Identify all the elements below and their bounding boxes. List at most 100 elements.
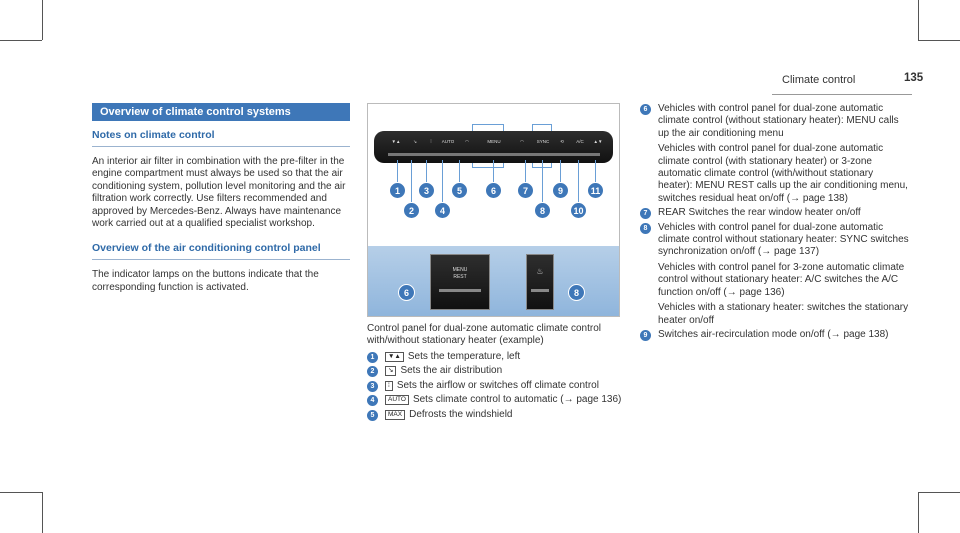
- item-text: Vehicles with control panel for dual-zon…: [658, 221, 909, 258]
- panel-menu-label: MENU: [487, 139, 501, 144]
- callout-3: 3: [418, 182, 435, 199]
- airflow-icon: ⁞: [430, 139, 432, 144]
- list-item: 2 ↘Sets the air distribution: [367, 365, 629, 378]
- button-row: [388, 153, 600, 156]
- leader-line: [459, 160, 460, 188]
- leader-line: [578, 160, 579, 210]
- indicator-bar: [531, 289, 549, 292]
- callout-9: 9: [552, 182, 569, 199]
- air-distribution-icon: ↘: [385, 366, 397, 377]
- indicator-bar: [439, 289, 481, 292]
- list-item: 9 Switches air-recirculation mode on/off…: [640, 329, 910, 341]
- climate-control-panel: ▼▲ ↘ ⁞ AUTO ◠ MENU ◠ SYNC ⟲ A/C ▲▼: [374, 131, 613, 163]
- callout-5: 5: [451, 182, 468, 199]
- item-number: 1: [367, 352, 378, 363]
- list-item: 8 Vehicles with control panel for dual-z…: [640, 222, 910, 327]
- leader-line: [542, 160, 543, 210]
- crop-mark: [918, 0, 919, 40]
- callout-6: 6: [485, 182, 502, 199]
- air-distribution-icon: ↘: [413, 139, 417, 144]
- paragraph-filter-notes: An interior air filter in combination wi…: [92, 156, 346, 230]
- temp-left-icon: ▼▲: [391, 139, 401, 144]
- crop-mark: [0, 492, 42, 493]
- callout-7: 7: [517, 182, 534, 199]
- callout-10: 10: [570, 202, 587, 219]
- header-rule: [772, 94, 912, 95]
- list-item: 3 ⁞Sets the airflow or switches off clima…: [367, 380, 629, 392]
- auto-icon: AUTO: [385, 395, 409, 406]
- leader-line: [411, 160, 412, 210]
- item-number: 6: [640, 104, 651, 115]
- leader-line: [397, 160, 398, 188]
- subheading-notes: Notes on climate control: [92, 129, 215, 141]
- item-number: 7: [640, 208, 651, 220]
- running-header-title: Climate control: [782, 74, 856, 86]
- recirculation-icon: ⟲: [560, 139, 564, 144]
- figure-detail-view: MENU REST ♨ 6 8: [368, 246, 619, 316]
- item-number: 2: [367, 366, 378, 378]
- subheading-rule: [92, 259, 350, 261]
- rear-defrost-icon: ◠: [520, 139, 524, 144]
- crop-mark: [918, 492, 960, 493]
- callout-1: 1: [389, 182, 406, 199]
- heater-button-detail: ♨: [526, 254, 554, 310]
- crop-mark: [42, 492, 43, 533]
- item-text: Switches air-recirculation mode on/off (…: [658, 328, 889, 340]
- leader-line: [426, 160, 427, 188]
- menu-button-detail: MENU REST: [430, 254, 490, 310]
- panel-auto-label: AUTO: [441, 139, 455, 144]
- temp-right-icon: ▲▼: [593, 139, 603, 144]
- crop-mark: [918, 40, 960, 41]
- subheading-panel-overview: Overview of the air conditioning control…: [92, 242, 321, 255]
- mini-menu-label: MENU: [452, 267, 468, 273]
- page-number: 135: [904, 72, 924, 84]
- leader-line: [525, 160, 526, 188]
- leader-line: [595, 160, 596, 188]
- callout-11: 11: [587, 182, 604, 199]
- legend-list-left: 1▼▲Sets the temperature, left 2↘Sets the…: [367, 351, 629, 423]
- panel-ac-label: A/C: [576, 139, 584, 144]
- defrost-max-icon: MAX: [385, 409, 406, 420]
- list-item: 7 REAR Switches the rear window heater o…: [640, 207, 910, 220]
- item-text: Vehicles with control panel for 3-zone a…: [658, 261, 905, 298]
- panel-sync-label: SYNC: [536, 139, 550, 144]
- stationary-heater-icon: ♨: [536, 267, 544, 276]
- temperature-icon: ▼▲: [385, 352, 404, 362]
- crop-mark: [42, 0, 43, 40]
- item-number: 3: [367, 380, 378, 392]
- figure-panel-view: ▼▲ ↘ ⁞ AUTO ◠ MENU ◠ SYNC ⟲ A/C ▲▼ 1 2 3…: [368, 104, 619, 246]
- crop-mark: [918, 492, 919, 533]
- leader-line: [442, 160, 443, 210]
- crop-mark: [0, 40, 42, 41]
- item-text: Vehicles with control panel for dual-zon…: [658, 103, 899, 139]
- control-panel-figure: ▼▲ ↘ ⁞ AUTO ◠ MENU ◠ SYNC ⟲ A/C ▲▼ 1 2 3…: [367, 103, 620, 317]
- detail-callout-6: 6: [398, 284, 415, 301]
- list-item: 6 Vehicles with control panel for dual-z…: [640, 103, 910, 205]
- paragraph-indicator-lamps: The indicator lamps on the buttons indic…: [92, 269, 319, 293]
- figure-caption: Control panel for dual-zone automatic cl…: [367, 323, 602, 347]
- item-number: 9: [640, 329, 651, 341]
- item-number: 5: [367, 409, 378, 421]
- item-number: 4: [367, 395, 378, 407]
- callout-4: 4: [434, 202, 451, 219]
- item-text: Sets the air distribution: [400, 365, 503, 377]
- item-text: Sets the temperature, left: [407, 351, 521, 362]
- item-text: Defrosts the windshield: [409, 408, 513, 420]
- callout-2: 2: [403, 202, 420, 219]
- left-column: Overview of climate control systems Note…: [92, 103, 350, 294]
- item-text: Sets the airflow or switches off climate…: [396, 379, 599, 391]
- list-item: 1 ▼▲Sets the temperature, left: [367, 351, 629, 363]
- subheading-rule: [92, 146, 350, 147]
- leader-line: [560, 160, 561, 188]
- section-heading: Overview of climate control systems: [92, 103, 350, 121]
- item-text: Vehicles with a stationary heater: switc…: [658, 302, 909, 326]
- leader-line: [493, 160, 494, 188]
- item-text: Vehicles with control panel for dual-zon…: [658, 143, 908, 204]
- item-text: Sets climate control to automatic (→ pag…: [412, 394, 622, 406]
- callout-8: 8: [534, 202, 551, 219]
- item-text: REAR Switches the rear window heater on/…: [658, 207, 861, 219]
- airflow-icon: ⁞: [385, 380, 393, 391]
- mini-rest-label: REST: [453, 274, 467, 280]
